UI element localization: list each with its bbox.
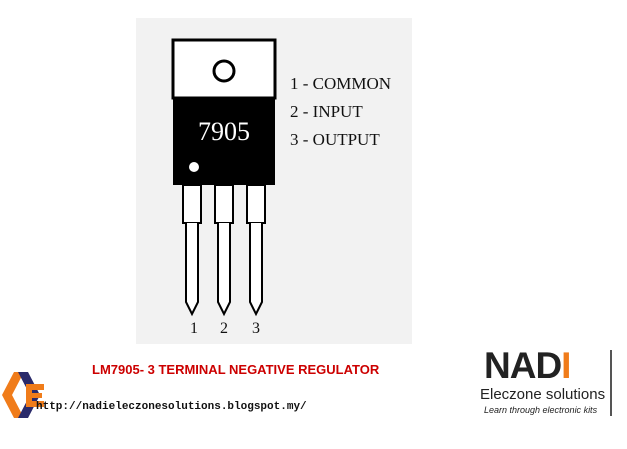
nadi-logo-mark-icon [2, 372, 44, 418]
pin-legend-input: 2 - INPUT [290, 102, 363, 121]
pin1-marker-dot [189, 162, 199, 172]
brand-subtitle: Eleczone solutions [480, 386, 606, 403]
brand-divider [610, 350, 612, 416]
pin-1-lead [182, 184, 202, 317]
brand-name: NADI [484, 345, 571, 386]
heatsink-tab [171, 38, 277, 100]
brand-name-main: NAD [484, 345, 562, 386]
pin-number-2: 2 [220, 320, 228, 337]
pin-legend-common: 1 - COMMON [290, 74, 392, 93]
pin-2-lead [214, 184, 234, 317]
figure-caption: LM7905- 3 TERMINAL NEGATIVE REGULATOR [92, 362, 380, 377]
pin-number-1: 1 [190, 320, 198, 337]
pin-legend: 1 - COMMON 2 - INPUT 3 - OUTPUT [290, 70, 391, 154]
pin-number-3: 3 [252, 320, 260, 337]
brand-logo: NADI Eleczone solutions Learn through el… [476, 346, 612, 422]
pin-legend-output: 3 - OUTPUT [290, 130, 380, 149]
blog-url: http://nadieleczonesolutions.blogspot.my… [36, 401, 307, 413]
chip-body [173, 97, 275, 185]
mounting-hole [212, 59, 236, 83]
pin-3-lead [246, 184, 266, 317]
chip-label: 7905 [198, 117, 250, 146]
brand-tagline: Learn through electronic kits [484, 405, 598, 415]
brand-name-accent: I [561, 345, 571, 386]
